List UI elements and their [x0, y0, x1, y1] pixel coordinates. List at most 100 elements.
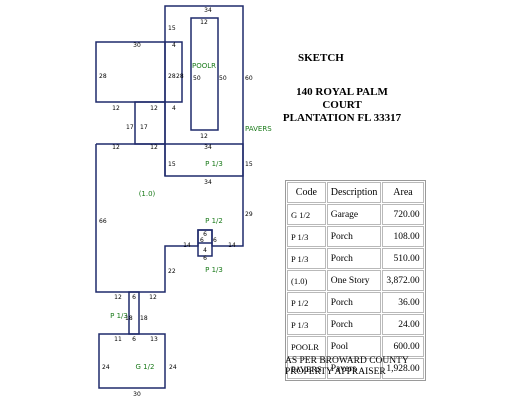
legend-area: 3,872.00 — [382, 270, 424, 291]
dimension-label: 4 — [172, 105, 176, 112]
dimension-label: 12 — [114, 294, 122, 301]
note-line-1: AS PER BROWARD COUNTY — [285, 356, 409, 366]
porch-half-area-label: P 1/2 — [205, 217, 223, 225]
dimension-label: 30 — [133, 42, 141, 49]
dimension-label: 30 — [133, 391, 141, 398]
legend-code: (1.0) — [287, 270, 326, 291]
table-row: P 1/2 Porch 36.00 — [287, 292, 424, 313]
dimension-label: 14 — [183, 242, 191, 249]
main-area-label: (1.0) — [139, 190, 156, 198]
dimension-label: 50 — [193, 75, 201, 82]
dimension-label: 6 — [132, 336, 136, 343]
legend-code: P 1/3 — [287, 314, 326, 335]
dimension-label: 12 — [200, 133, 208, 140]
dimension-label: 17 — [126, 124, 134, 131]
dimension-label: 34 — [204, 7, 212, 14]
legend-header-area: Area — [382, 182, 424, 203]
dimension-label: 29 — [245, 211, 253, 218]
legend-area: 720.00 — [382, 204, 424, 225]
pool-outline — [190, 17, 219, 131]
dimension-label: 50 — [219, 75, 227, 82]
table-row: P 1/3 Porch 510.00 — [287, 248, 424, 269]
legend-code: POOLR — [287, 336, 326, 357]
legend-header-description: Description — [326, 182, 382, 203]
porch-lower-area-label: P 1/3 — [205, 266, 223, 274]
dimension-label: 12 — [200, 19, 208, 26]
sketch-title: SKETCH — [298, 52, 344, 64]
dimension-label: 24 — [169, 364, 177, 371]
dimension-label: 12 — [112, 144, 120, 151]
table-row: (1.0) One Story 3,872.00 — [287, 270, 424, 291]
porch-upper-area-label: P 1/3 — [205, 160, 223, 168]
dimension-label: 18 — [140, 315, 148, 322]
legend-area: 108.00 — [382, 226, 424, 247]
legend-code: PAVERS — [287, 358, 326, 379]
dimension-label: 4 — [172, 42, 176, 49]
legend-description: Pavers — [326, 358, 382, 379]
dimension-label: 34 — [204, 179, 212, 186]
legend-code: P 1/3 — [287, 248, 326, 269]
dimension-label: 28 — [99, 73, 107, 80]
legend-description: Porch — [326, 248, 382, 269]
legend-description: Garage — [326, 204, 382, 225]
dimension-label: 28 — [168, 73, 176, 80]
dimension-label: 15 — [245, 161, 253, 168]
dimension-label: 22 — [168, 268, 176, 275]
dimension-label: 34 — [204, 144, 212, 151]
dimension-label: 6 — [200, 237, 204, 244]
pool-area-label: POOLR — [192, 62, 216, 70]
note-line-2: PROPERTY APPRAISER — [285, 367, 386, 377]
table-row: P 1/3 Porch 24.00 — [287, 314, 424, 335]
property-address: 140 ROYAL PALM COURT PLANTATION FL 33317 — [282, 86, 402, 125]
dimension-label: 12 — [149, 294, 157, 301]
legend-description: One Story — [326, 270, 382, 291]
legend-code: P 1/2 — [287, 292, 326, 313]
legend-description: Pool — [326, 336, 382, 357]
legend-header-row: Code Description Area — [287, 182, 424, 203]
legend-description: Porch — [326, 292, 382, 313]
dimension-label: 14 — [228, 242, 236, 249]
dimension-label: 24 — [102, 364, 110, 371]
dimension-label: 12 — [150, 105, 158, 112]
dimension-label: 15 — [168, 161, 176, 168]
dimension-label: 12 — [112, 105, 120, 112]
dimension-label: 17 — [140, 124, 148, 131]
legend-code: P 1/3 — [287, 226, 326, 247]
porch-walk-area-label: P 1/3 — [110, 312, 128, 320]
table-row: P 1/3 Porch 108.00 — [287, 226, 424, 247]
dimension-label: 11 — [114, 336, 122, 343]
floor-plan-sketch: POOLR PAVERS P 1/3 (1.0) P 1/2 P 1/3 P 1… — [95, 5, 272, 398]
dimension-label: 6 — [132, 294, 136, 301]
dimension-label: 6 — [203, 231, 207, 238]
legend-area: 24.00 — [382, 314, 424, 335]
dimension-label: 6 — [213, 237, 217, 244]
dimension-label: 66 — [99, 218, 107, 225]
dimension-label: 13 — [150, 336, 158, 343]
legend-area: 600.00 — [382, 336, 424, 357]
dimension-label: 18 — [125, 315, 133, 322]
table-row: POOLR Pool 600.00 — [287, 336, 424, 357]
legend-area: 36.00 — [382, 292, 424, 313]
dimension-label: 4 — [203, 247, 207, 254]
upper-wing-outline — [95, 41, 183, 103]
address-line-1: 140 ROYAL PALM COURT — [296, 86, 388, 111]
legend-area: 1,928.00 — [382, 358, 424, 379]
table-row: PAVERS Pavers 1,928.00 — [287, 358, 424, 379]
legend-description: Porch — [326, 314, 382, 335]
dimension-label: 60 — [245, 75, 253, 82]
dimension-label: 12 — [150, 144, 158, 151]
legend-area: 510.00 — [382, 248, 424, 269]
dimension-label: 28 — [176, 73, 184, 80]
table-row: G 1/2 Garage 720.00 — [287, 204, 424, 225]
area-legend-table: Code Description Area G 1/2 Garage 720.0… — [285, 180, 426, 381]
dimension-label: 6 — [203, 255, 207, 262]
legend-description: Porch — [326, 226, 382, 247]
garage-outline — [98, 333, 166, 389]
pavers-area-label: PAVERS — [245, 125, 272, 133]
dimension-label: 15 — [168, 25, 176, 32]
appraiser-note: AS PER BROWARD COUNTY PROPERTY APPRAISER — [285, 356, 409, 378]
address-line-2: PLANTATION FL 33317 — [282, 112, 402, 124]
legend-code: G 1/2 — [287, 204, 326, 225]
legend-header-code: Code — [287, 182, 326, 203]
